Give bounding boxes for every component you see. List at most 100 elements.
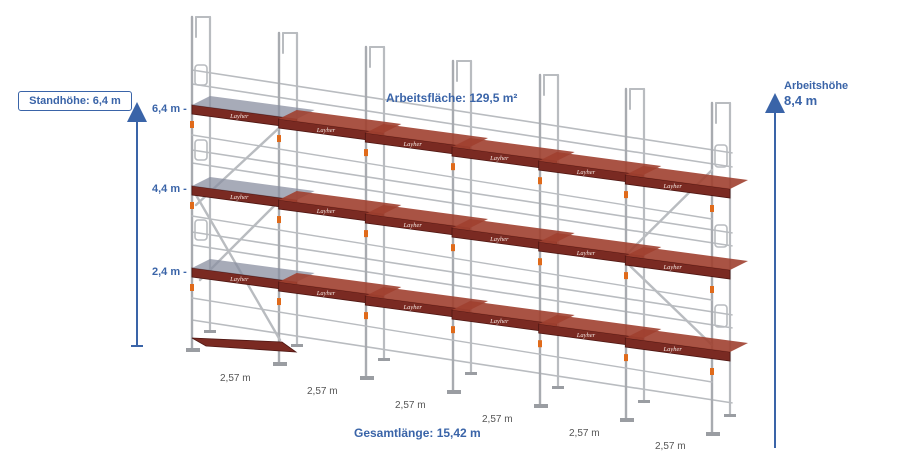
bay-width-label-6: 2,57 m (655, 441, 686, 452)
end-frame-loop (194, 219, 208, 241)
ledger (191, 215, 713, 301)
deck-brand-label: Layher (662, 346, 682, 353)
base-plate (552, 386, 564, 389)
deck-top (452, 219, 575, 242)
deck-brand-label: Layher (229, 194, 249, 201)
base-plate (378, 358, 390, 361)
base-plate (638, 400, 650, 403)
base-plate (273, 362, 287, 366)
deck-brand-label: Layher (489, 236, 509, 243)
guard-rail (191, 83, 733, 168)
deck-top (452, 138, 575, 161)
post-marker (538, 258, 542, 266)
post-marker (277, 298, 281, 306)
post-marker (190, 121, 194, 128)
post-marker (451, 326, 455, 334)
base-plate (620, 418, 634, 422)
post-marker (190, 202, 194, 209)
post-marker (364, 149, 368, 157)
scaffold-structure: LayherLayherLayherLayherLayherLayherLayh… (186, 15, 748, 436)
deck-brand-label: Layher (316, 290, 336, 297)
ledger (191, 134, 713, 220)
bay-width-label-5: 2,57 m (569, 428, 600, 439)
arbeitsflaeche-label: Arbeitsfläche: 129,5 m² (386, 91, 518, 105)
end-frame-loop (714, 144, 728, 168)
level-label-2-4: 2,4 m - (152, 266, 187, 278)
deck-top (365, 205, 488, 228)
arbeitshoehe-title: Arbeitshöhe (784, 80, 849, 92)
deck-top (538, 315, 662, 338)
deck-top (538, 152, 662, 175)
deck-board (624, 255, 731, 280)
arbeitshoehe-value: 8,4 m (784, 93, 818, 108)
deck-brand-label: Layher (402, 304, 422, 311)
deck-brand-label: Layher (316, 127, 336, 134)
deck-brand-label: Layher (402, 141, 422, 148)
deck-top (625, 247, 748, 270)
deck-top (192, 177, 315, 200)
post-marker (538, 340, 542, 348)
guard-rail (191, 231, 733, 316)
post-marker (624, 354, 628, 362)
ground-deck (191, 337, 298, 353)
deck-brand-label: Layher (229, 276, 249, 283)
base-plate (186, 348, 200, 352)
guard-rail (191, 162, 733, 247)
bay-width-label-4: 2,57 m (482, 414, 513, 425)
post-marker (710, 286, 714, 293)
guard-rail (191, 319, 733, 404)
end-frame-loop (194, 139, 208, 161)
deck-brand-label: Layher (576, 169, 596, 176)
deck-top (365, 124, 488, 147)
guard-rail (191, 149, 733, 234)
base-plate (724, 414, 736, 417)
deck-board (624, 174, 731, 199)
diagonal-brace (624, 260, 714, 347)
deck-top (278, 273, 402, 296)
deck-top (538, 233, 662, 256)
bay-width-label-1: 2,57 m (220, 373, 251, 384)
height-measure (127, 93, 785, 448)
deck-top (192, 96, 315, 119)
deck-brand-label: Layher (662, 183, 682, 190)
post-marker (451, 244, 455, 252)
bay-width-label-2: 2,57 m (307, 386, 338, 397)
end-frame-loop (194, 64, 208, 86)
end-frame-loop (714, 304, 728, 328)
deck-top (278, 191, 402, 214)
deck-top (278, 110, 402, 133)
level-label-4-4: 4,4 m - (152, 183, 187, 195)
post-marker (277, 135, 281, 143)
base-plate (706, 432, 720, 436)
deck-top (625, 166, 748, 189)
guard-rail (191, 244, 733, 329)
base-plate (204, 330, 216, 333)
post-marker (277, 216, 281, 224)
standhoehe-label: Standhöhe: 6,4 m (18, 91, 132, 111)
base-plate (291, 344, 303, 347)
gesamtlaenge-label: Gesamtlänge: 15,42 m (354, 426, 481, 440)
deck-top (365, 287, 488, 310)
ledger (191, 297, 713, 383)
post-marker (364, 312, 368, 320)
base-plate (360, 376, 374, 380)
deck-brand-label: Layher (662, 264, 682, 271)
deck-brand-label: Layher (576, 250, 596, 257)
post-marker (624, 191, 628, 199)
post-marker (710, 368, 714, 375)
post-marker (710, 205, 714, 212)
deck-board (624, 337, 731, 362)
deck-brand-label: Layher (229, 113, 249, 120)
deck-top (452, 301, 575, 324)
post-marker (190, 284, 194, 291)
deck-brand-label: Layher (316, 208, 336, 215)
end-frame-loop (714, 224, 728, 248)
deck-brand-label: Layher (402, 222, 422, 229)
post-marker (624, 272, 628, 280)
guard-rail (191, 69, 733, 154)
deck-top (625, 329, 748, 352)
base-plate (447, 390, 461, 394)
bay-width-label-3: 2,57 m (395, 400, 426, 411)
post-marker (451, 163, 455, 171)
